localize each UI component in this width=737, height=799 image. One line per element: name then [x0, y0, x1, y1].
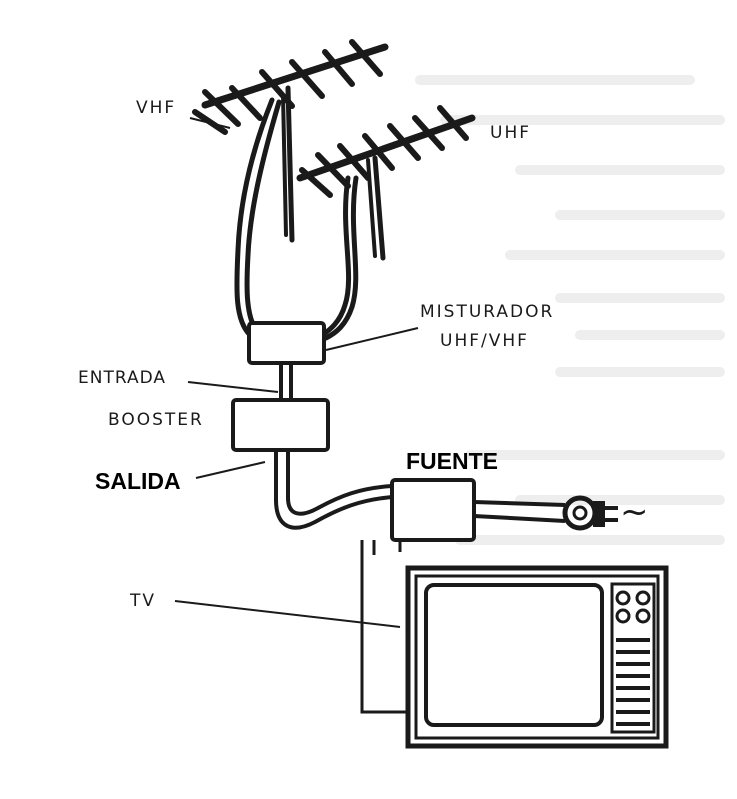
uhf-label: UHF [490, 123, 532, 143]
power-cord [473, 500, 566, 523]
misturador-sub-label: UHF/VHF [440, 331, 529, 351]
tv-label: TV [130, 591, 157, 611]
booster-box [231, 398, 330, 452]
antenna-cables [234, 97, 359, 341]
leader-lines [174, 117, 419, 628]
misturador-label: MISTURADOR [420, 302, 555, 322]
vhf-leader [189, 117, 231, 129]
ac-symbol: ~ [620, 492, 649, 532]
vhf-label: VHF [136, 98, 177, 118]
mixer-box [247, 321, 326, 365]
salida-leader [195, 461, 266, 479]
entrada-leader [187, 381, 279, 393]
tv-leader [174, 600, 401, 628]
uhf-antenna [296, 105, 476, 261]
misturador-leader [325, 327, 419, 351]
entrada-label: ENTRADA [78, 368, 167, 388]
booster-label: BOOSTER [108, 410, 204, 430]
vhf-antenna [192, 39, 389, 243]
fuente-tv-cable [360, 540, 408, 714]
fuente-box [390, 478, 476, 542]
tv-set [405, 565, 669, 749]
background-bleed-through [415, 75, 725, 545]
booster-fuente-cable [274, 450, 393, 530]
mixer-booster-cable [279, 363, 293, 400]
salida-label: SALIDA [95, 468, 181, 494]
fuente-label: FUENTE [406, 448, 498, 474]
tv-screen [424, 583, 604, 727]
plug-icon [562, 495, 618, 531]
tv-control-panel [610, 582, 656, 734]
